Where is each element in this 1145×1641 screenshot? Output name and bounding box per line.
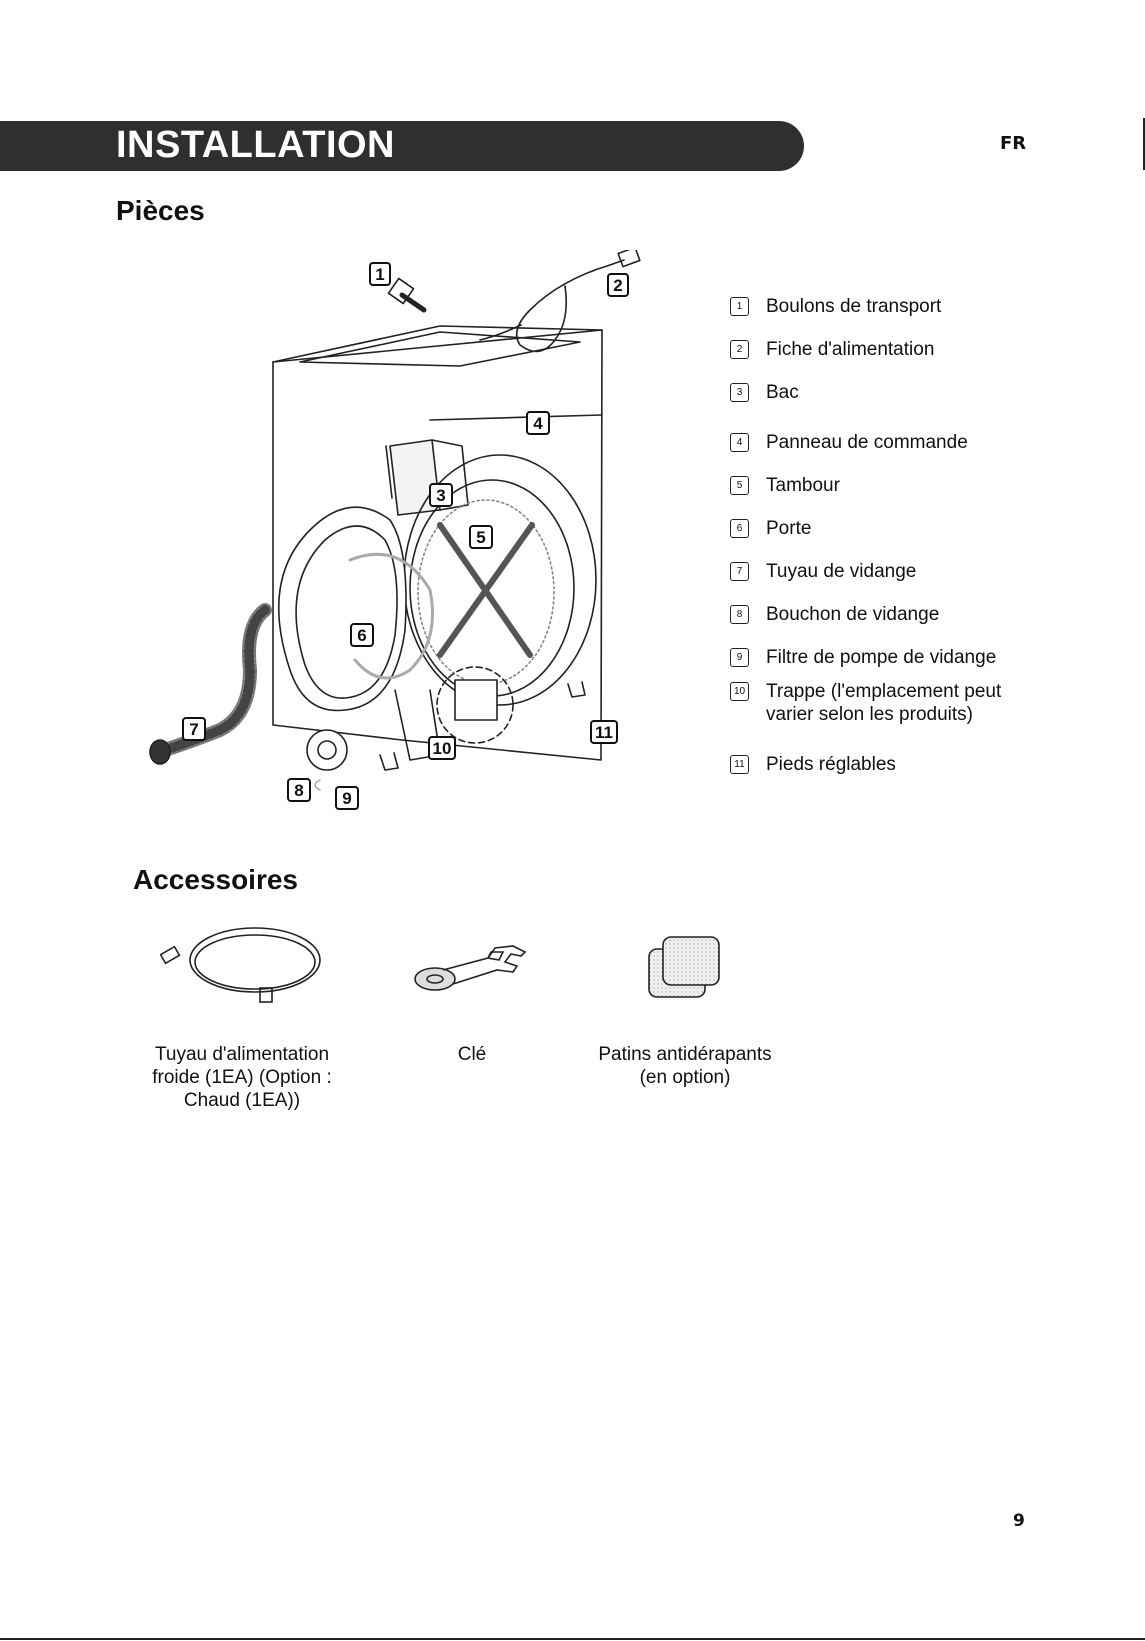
- svg-text:4: 4: [533, 414, 543, 433]
- page-title: INSTALLATION: [116, 124, 395, 166]
- legend-label: Tambour: [766, 475, 840, 496]
- page-edge-mark: [1143, 118, 1145, 170]
- legend-label: Fiche d'alimentation: [766, 339, 935, 360]
- svg-text:2: 2: [613, 276, 622, 295]
- svg-text:3: 3: [436, 486, 445, 505]
- svg-text:9: 9: [342, 789, 351, 808]
- svg-text:5: 5: [476, 528, 485, 547]
- legend-label: Panneau de commande: [766, 432, 968, 453]
- washing-machine-diagram: 1 2 3 4 5 6 7 8 9 10 11: [149, 250, 641, 810]
- legend-number: 1: [730, 297, 749, 316]
- wrench-icon: [414, 945, 527, 991]
- legend-label: Porte: [766, 518, 812, 539]
- legend-number: 9: [730, 648, 749, 667]
- bottom-rule: [0, 1638, 1145, 1640]
- svg-text:10: 10: [433, 739, 452, 758]
- inlet-hose-icon: [160, 927, 321, 1003]
- legend-number: 3: [730, 383, 749, 402]
- legend-number: 10: [730, 682, 749, 701]
- legend-label: Tuyau de vidange: [766, 561, 917, 582]
- legend-number: 7: [730, 562, 749, 581]
- anti-slip-pads-icon: [648, 936, 720, 998]
- accessory-label-pads: Patins antidérapants (en option): [598, 1044, 772, 1088]
- legend-number: 5: [730, 476, 749, 495]
- header-bar: [0, 121, 804, 171]
- svg-text:11: 11: [595, 723, 613, 742]
- legend-number: 8: [730, 605, 749, 624]
- accessory-label-inlet-hose: Tuyau d'alimentation froide (1EA) (Optio…: [152, 1044, 332, 1111]
- parts-section-title: Pièces: [116, 195, 205, 226]
- legend-number: 2: [730, 340, 749, 359]
- page-number: 9: [1013, 1511, 1025, 1531]
- accessories-section-title: Accessoires: [133, 864, 299, 895]
- svg-text:7: 7: [189, 720, 198, 739]
- legend-label: Pieds réglables: [766, 754, 896, 775]
- legend-label: Bouchon de vidange: [766, 604, 940, 625]
- legend-number: 6: [730, 519, 749, 538]
- legend-number: 4: [730, 433, 749, 452]
- svg-text:1: 1: [375, 265, 384, 284]
- legend-label: Boulons de transport: [766, 296, 942, 317]
- legend-label: Bac: [766, 382, 799, 403]
- language-code: FR: [1000, 133, 1027, 154]
- svg-text:6: 6: [357, 626, 366, 645]
- legend-label: Trappe (l'emplacement peut varier selon …: [766, 681, 1002, 725]
- legend-number: 11: [730, 755, 749, 774]
- accessory-label-wrench: Clé: [457, 1044, 487, 1065]
- svg-text:8: 8: [294, 781, 303, 800]
- legend-label: Filtre de pompe de vidange: [766, 647, 997, 668]
